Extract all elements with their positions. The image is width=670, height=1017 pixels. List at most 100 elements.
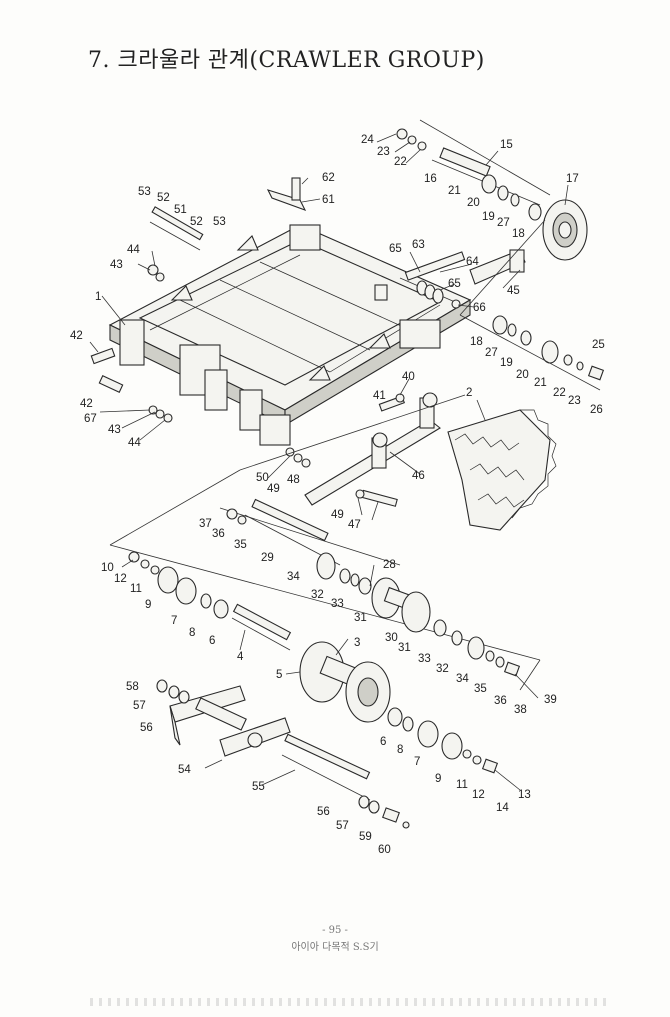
part-label: 42 [70, 330, 83, 342]
part-label: 32 [311, 589, 324, 601]
part-label: 63 [412, 239, 425, 251]
part-label: 66 [473, 302, 486, 314]
part-label: 43 [110, 259, 123, 271]
leader-lines [89, 133, 569, 791]
part-label: 52 [157, 192, 170, 204]
part-label: 51 [174, 204, 187, 216]
part-label: 35 [474, 683, 487, 695]
part-label: 56 [317, 806, 330, 818]
part-label: 8 [189, 627, 195, 639]
part-label: 14 [496, 802, 509, 814]
part-label: 27 [497, 217, 510, 229]
part-label: 11 [456, 779, 468, 791]
drive-sprocket [396, 128, 588, 261]
part-label: 43 [108, 424, 121, 436]
part-label: 5 [276, 669, 282, 681]
part-label: 49 [331, 509, 344, 521]
part-label: 60 [378, 844, 391, 856]
part-label: 30 [385, 632, 398, 644]
part-label: 50 [256, 472, 269, 484]
part-label: 25 [592, 339, 605, 351]
part-label: 52 [190, 216, 203, 228]
part-label: 67 [84, 413, 97, 425]
part-label: 53 [213, 216, 226, 228]
footer-label: 아이아 다목적 S.S기 [291, 942, 379, 953]
page-title: 7. 크라울라 관계(CRAWLER GROUP) [88, 48, 485, 73]
part-label: 33 [331, 598, 344, 610]
part-label: 17 [566, 173, 579, 185]
part-label: 34 [287, 571, 300, 583]
part-label: 62 [322, 172, 335, 184]
part-label: 53 [138, 186, 151, 198]
part-label: 12 [114, 573, 127, 585]
part-label: 28 [383, 559, 396, 571]
page-number: - 95 - [322, 925, 348, 936]
part-label: 57 [336, 820, 349, 832]
part-label: 6 [380, 736, 386, 748]
part-label: 58 [126, 681, 139, 693]
part-label: 27 [485, 347, 498, 359]
part-label: 37 [199, 518, 212, 530]
part-label: 20 [467, 197, 480, 209]
part-label: 31 [354, 612, 367, 624]
part-label: 29 [261, 552, 274, 564]
part-label: 1 [95, 291, 101, 303]
part-label: 16 [424, 173, 437, 185]
idler-parts-right [492, 315, 605, 381]
part-label: 9 [435, 773, 441, 785]
part-label: 6 [209, 635, 215, 647]
swing-bracket [156, 679, 410, 829]
part-label: 36 [494, 695, 507, 707]
part-label: 23 [377, 146, 390, 158]
crawler-track [447, 409, 557, 531]
part-label: 55 [252, 781, 265, 793]
part-label: 26 [590, 404, 603, 416]
part-label: 7 [414, 756, 420, 768]
part-label: 36 [212, 528, 225, 540]
part-label: 4 [237, 651, 244, 663]
tension-bracket [399, 249, 526, 309]
part-label: 19 [500, 357, 513, 369]
main-frame [108, 224, 472, 446]
track-roller-group [128, 551, 499, 774]
tension-arm [304, 392, 441, 506]
part-label: 7 [171, 615, 177, 627]
part-label: 21 [534, 377, 547, 389]
part-label: 39 [544, 694, 557, 706]
pin-group-top [147, 177, 307, 282]
part-label: 48 [287, 474, 300, 486]
part-label: 18 [470, 336, 483, 348]
part-label: 10 [101, 562, 114, 574]
part-label: 31 [398, 642, 411, 654]
part-label: 44 [128, 437, 141, 449]
part-label: 64 [466, 256, 479, 268]
part-label: 41 [373, 390, 386, 402]
part-label: 3 [354, 637, 360, 649]
part-label: 42 [80, 398, 93, 410]
part-label: 35 [234, 539, 247, 551]
part-label: 61 [322, 194, 335, 206]
part-label: 33 [418, 653, 431, 665]
part-labels: 1 2 3 4 5 6 6 7 7 8 8 9 9 10 11 11 12 12… [70, 134, 605, 856]
part-label: 23 [568, 395, 581, 407]
part-label: 65 [389, 243, 402, 255]
part-label: 21 [448, 185, 461, 197]
part-label: 8 [397, 744, 403, 756]
scan-artifact-strip [90, 998, 610, 1006]
part-label: 2 [466, 387, 472, 399]
part-label: 46 [412, 470, 425, 482]
part-label: 34 [456, 673, 469, 685]
part-label: 40 [402, 371, 415, 383]
part-label: 49 [267, 483, 280, 495]
part-label: 44 [127, 244, 140, 256]
part-label: 47 [348, 519, 361, 531]
part-label: 38 [514, 704, 527, 716]
part-label: 22 [394, 156, 407, 168]
part-label: 20 [516, 369, 529, 381]
part-label: 45 [507, 285, 520, 297]
part-label: 57 [133, 700, 146, 712]
part-label: 18 [512, 228, 525, 240]
lower-roller-group [226, 498, 521, 677]
part-label: 19 [482, 211, 495, 223]
